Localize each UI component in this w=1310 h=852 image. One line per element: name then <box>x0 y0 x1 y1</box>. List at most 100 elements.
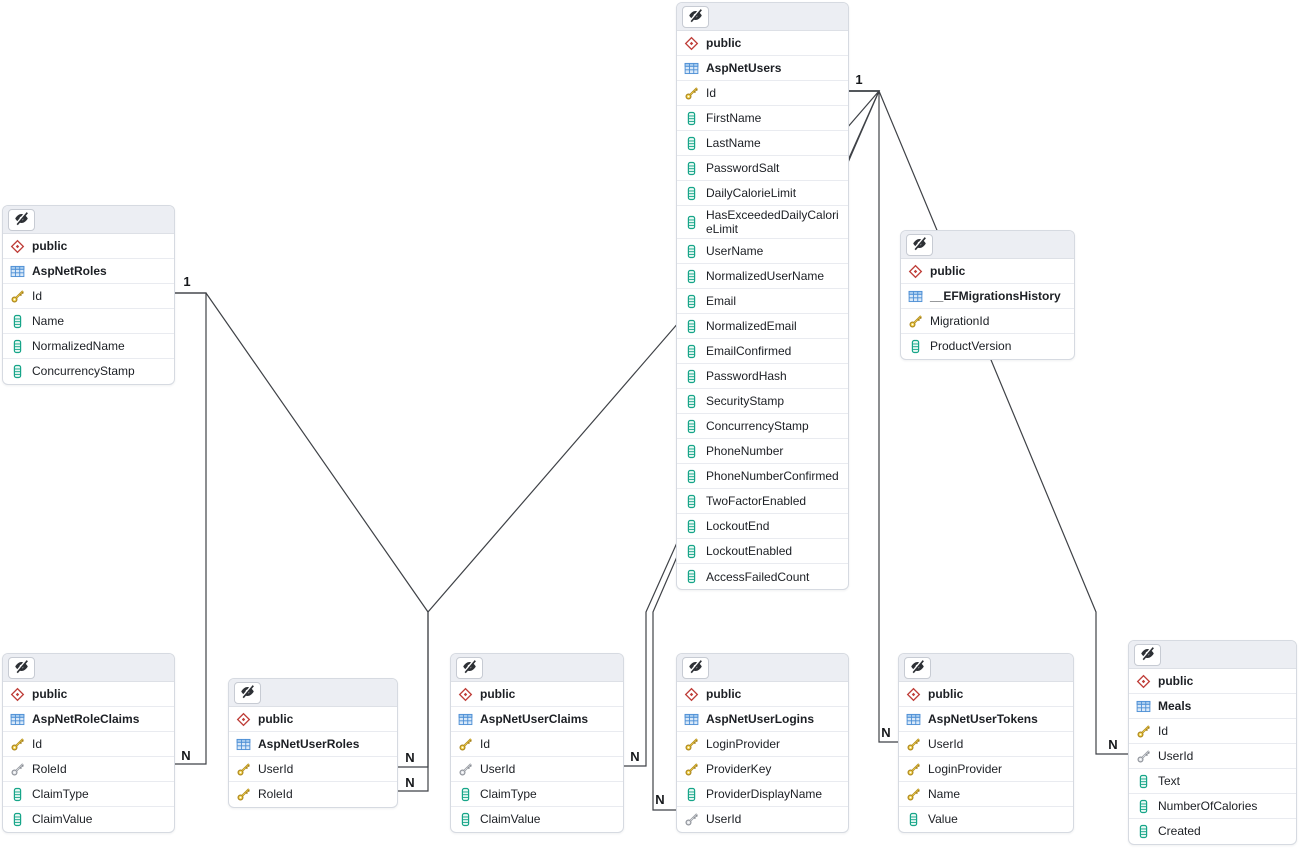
column-row-label: ProviderKey <box>706 761 772 776</box>
primary-key-icon <box>684 762 699 777</box>
column-row-label: EmailConfirmed <box>706 344 792 359</box>
column-icon <box>684 444 699 459</box>
column-row-label: Id <box>706 85 717 100</box>
table-name-row: AspNetRoleClaims <box>3 707 174 732</box>
column-icon <box>684 419 699 434</box>
schema-row: public <box>229 707 397 732</box>
column-row: ClaimType <box>451 782 623 807</box>
column-row: DailyCalorieLimit <box>677 181 848 206</box>
column-row: FirstName <box>677 106 848 131</box>
primary-key-icon <box>236 762 251 777</box>
hide-table-button[interactable] <box>1134 643 1161 666</box>
schema-diamond-icon <box>908 264 923 279</box>
column-icon <box>1136 799 1151 814</box>
schema-diamond-icon <box>10 687 25 702</box>
column-icon <box>684 319 699 334</box>
primary-key-icon <box>1136 724 1151 739</box>
hide-table-button[interactable] <box>456 656 483 679</box>
column-row: TwoFactorEnabled <box>677 489 848 515</box>
schema-row-label: public <box>1158 673 1194 688</box>
column-row: RoleId <box>3 757 174 782</box>
column-row: RoleId <box>229 782 397 807</box>
column-row: PasswordHash <box>677 364 848 390</box>
hide-table-button[interactable] <box>906 233 933 256</box>
column-row: ClaimType <box>3 782 174 807</box>
column-icon <box>684 494 699 509</box>
column-row-label: DailyCalorieLimit <box>706 185 797 200</box>
hide-table-button[interactable] <box>8 656 35 679</box>
table-name-row-label: AspNetUsers <box>706 60 782 75</box>
hide-table-button[interactable] <box>682 5 709 28</box>
column-row-label: Email <box>706 294 737 309</box>
column-row: Id <box>677 81 848 106</box>
column-row: NormalizedName <box>3 334 174 359</box>
schema-diamond-icon <box>458 687 473 702</box>
schema-row: public <box>1129 669 1296 694</box>
table-name-row-label: AspNetUserTokens <box>928 711 1038 726</box>
table-card-header <box>3 654 174 682</box>
table-grid-icon <box>10 264 25 279</box>
schema-row: public <box>901 259 1074 284</box>
table-card-header <box>451 654 623 682</box>
schema-row: public <box>899 682 1073 707</box>
column-row: UserId <box>229 757 397 782</box>
table-name-row: AspNetUserClaims <box>451 707 623 732</box>
cardinality-label: N <box>881 725 890 740</box>
primary-key-icon <box>236 787 251 802</box>
column-icon <box>684 161 699 176</box>
column-row: ConcurrencyStamp <box>3 359 174 384</box>
column-row: NormalizedEmail <box>677 314 848 340</box>
column-row: LastName <box>677 131 848 156</box>
table-name-row-label: AspNetUserClaims <box>480 711 589 726</box>
column-row: HasExceededDailyCalorieLimit <box>677 206 848 240</box>
column-row-label: LastName <box>706 135 761 150</box>
primary-key-icon <box>684 86 699 101</box>
schema-row: public <box>3 234 174 259</box>
column-row: ProductVersion <box>901 334 1074 359</box>
eye-off-icon <box>688 659 703 677</box>
column-row: Name <box>899 782 1073 807</box>
schema-row: public <box>677 31 848 56</box>
column-row-label: ClaimType <box>480 786 537 801</box>
cardinality-label: 1 <box>183 274 190 289</box>
foreign-key-icon <box>684 812 699 827</box>
eye-off-icon <box>14 659 29 677</box>
column-row: Id <box>1129 719 1296 744</box>
eye-off-icon <box>1140 646 1155 664</box>
column-icon <box>906 812 921 827</box>
column-row-label: ConcurrencyStamp <box>32 364 135 379</box>
column-row-label: ClaimValue <box>32 812 93 827</box>
cardinality-label: N <box>405 775 414 790</box>
column-icon <box>1136 824 1151 839</box>
column-row: LoginProvider <box>677 732 848 757</box>
column-icon <box>684 215 699 230</box>
column-row-label: Id <box>32 736 43 751</box>
cardinality-label: N <box>655 792 664 807</box>
hide-table-button[interactable] <box>682 656 709 679</box>
column-row: UserId <box>677 807 848 832</box>
table-grid-icon <box>458 712 473 727</box>
column-icon <box>684 344 699 359</box>
hide-table-button[interactable] <box>904 656 931 679</box>
column-row: PasswordSalt <box>677 156 848 181</box>
column-row: Id <box>451 732 623 757</box>
foreign-key-icon <box>10 762 25 777</box>
hide-table-button[interactable] <box>234 681 261 704</box>
eye-off-icon <box>912 236 927 254</box>
column-row: NormalizedUserName <box>677 264 848 290</box>
column-row-label: AccessFailedCount <box>706 569 810 584</box>
hide-table-button[interactable] <box>8 208 35 231</box>
column-row: LockoutEnd <box>677 514 848 540</box>
column-row-label: RoleId <box>32 761 67 776</box>
primary-key-icon <box>684 737 699 752</box>
